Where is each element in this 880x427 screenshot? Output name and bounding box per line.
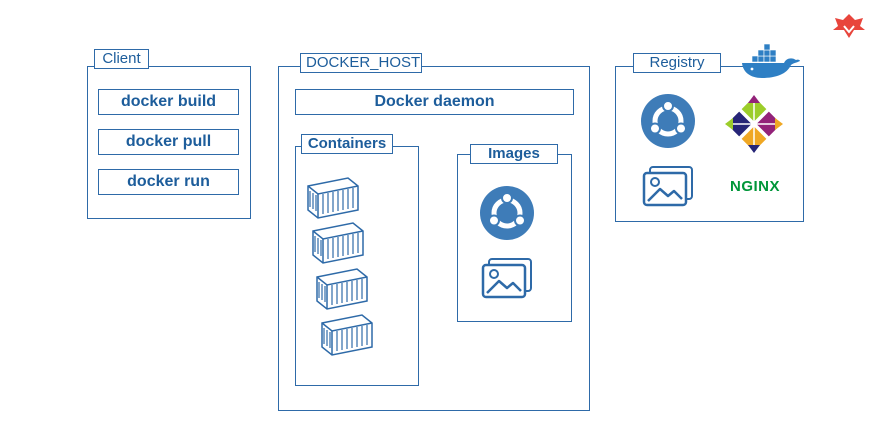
docker-daemon-bar[interactable]: Docker daemon: [295, 89, 574, 115]
client-panel: [87, 66, 251, 219]
image-gallery-icon: [481, 257, 535, 299]
nginx-logo-icon: NGINX: [722, 176, 788, 196]
docker-whale-icon: [738, 42, 802, 80]
docker-host-panel: [278, 66, 590, 411]
centos-icon: [723, 93, 785, 155]
containers-label: Containers: [301, 134, 393, 154]
docker-pull-command[interactable]: docker pull: [98, 129, 239, 155]
container-icon: [306, 176, 360, 220]
ubuntu-icon: [479, 185, 535, 241]
docker-run-command[interactable]: docker run: [98, 169, 239, 195]
container-icon: [311, 221, 365, 265]
client-label: Client: [94, 49, 149, 69]
container-icon: [320, 313, 374, 357]
ubuntu-icon: [640, 93, 696, 149]
images-label: Images: [470, 144, 558, 164]
container-icon: [315, 267, 369, 311]
docker-host-label: DOCKER_HOST: [300, 53, 422, 73]
svg-text:NGINX: NGINX: [730, 178, 780, 195]
docker-build-command[interactable]: docker build: [98, 89, 239, 115]
image-gallery-icon: [642, 165, 696, 207]
brand-logo-icon: [832, 12, 866, 40]
registry-label: Registry: [633, 53, 721, 73]
